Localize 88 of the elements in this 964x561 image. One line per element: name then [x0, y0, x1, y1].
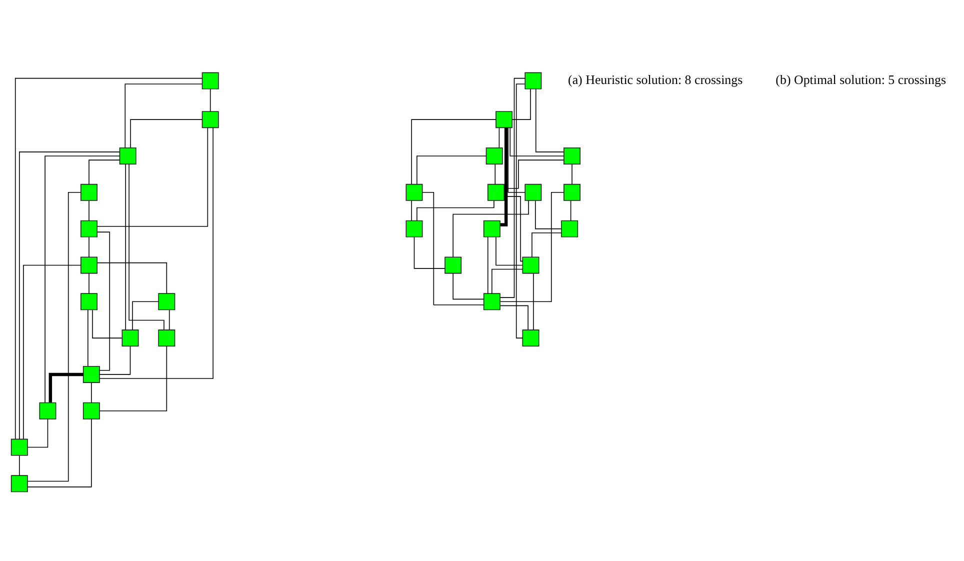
node-box: [119, 147, 136, 164]
connector: [128, 163, 164, 330]
node-box: [406, 220, 423, 237]
node-box: [80, 256, 98, 274]
connector: [96, 231, 110, 370]
connector: [500, 192, 564, 302]
connector: [88, 272, 90, 294]
node-box: [10, 438, 28, 456]
connector: [508, 127, 526, 192]
connector: [570, 200, 572, 221]
connector: [96, 127, 208, 226]
connector: [535, 200, 562, 229]
node-box: [564, 183, 580, 200]
connector: [125, 163, 126, 330]
connector: [88, 236, 90, 257]
node-box: [483, 220, 500, 237]
connector: [487, 236, 488, 294]
connector: [535, 88, 564, 152]
connector: [500, 77, 526, 298]
connector: [44, 155, 120, 403]
node-box: [564, 147, 580, 164]
connector: [494, 164, 496, 184]
connector: [99, 345, 168, 411]
connector: [533, 272, 534, 330]
connector: [510, 127, 564, 156]
connector: [452, 272, 484, 300]
node-box: [406, 183, 423, 200]
connector: [492, 268, 523, 294]
connector: [516, 83, 526, 338]
connector: [27, 418, 48, 448]
connector: [411, 200, 412, 221]
node-box: [80, 292, 98, 310]
connector: [414, 236, 446, 268]
connector: [27, 418, 92, 487]
connector: [512, 88, 531, 120]
connector: [130, 118, 203, 148]
node-box: [122, 329, 139, 346]
connector: [99, 346, 131, 374]
label: (a) Heuristic solution: 8 crossings: [568, 71, 743, 86]
node-box: [82, 402, 100, 419]
connector: [27, 192, 82, 482]
node-box: [522, 329, 540, 346]
node-box: [522, 256, 540, 274]
connector: [452, 200, 529, 257]
connector: [498, 127, 500, 148]
connector: [88, 200, 90, 221]
node-box: [158, 292, 176, 310]
connector: [411, 118, 496, 184]
connector: [422, 192, 484, 305]
node-box: [10, 474, 28, 492]
node-box: [496, 110, 513, 128]
connector: [99, 127, 214, 378]
node-box: [202, 110, 219, 128]
connector: [168, 309, 170, 330]
node-box: [80, 220, 98, 237]
node-box: [80, 183, 98, 200]
label: (b) Optimal solution: 5 crossings: [776, 71, 946, 86]
connector: [210, 88, 211, 112]
connector: [500, 304, 528, 330]
connector: [19, 454, 20, 476]
connector: [124, 83, 203, 148]
connector: [504, 159, 564, 188]
node-box: [82, 365, 100, 382]
connector: [88, 159, 120, 184]
node-box: [561, 220, 578, 237]
node-box: [487, 183, 504, 200]
node-box: [524, 183, 542, 200]
node-box: [39, 402, 56, 419]
node-box: [202, 72, 219, 89]
node-box: [444, 256, 462, 274]
connector: [416, 155, 486, 184]
node-box: [524, 72, 542, 89]
connector: [496, 236, 523, 266]
connector: [132, 300, 159, 330]
connector: [92, 309, 122, 338]
node-box: [158, 329, 176, 346]
connector: [416, 200, 494, 220]
connector: [19, 151, 120, 439]
connector: [14, 77, 203, 439]
connector: [91, 382, 92, 403]
connector: [500, 127, 508, 226]
connector: [23, 264, 82, 439]
connector: [48, 372, 84, 402]
node-box: [486, 147, 503, 164]
connector: [532, 232, 562, 257]
connector: [504, 196, 523, 262]
node-box: [483, 292, 500, 310]
connector: [96, 262, 168, 294]
